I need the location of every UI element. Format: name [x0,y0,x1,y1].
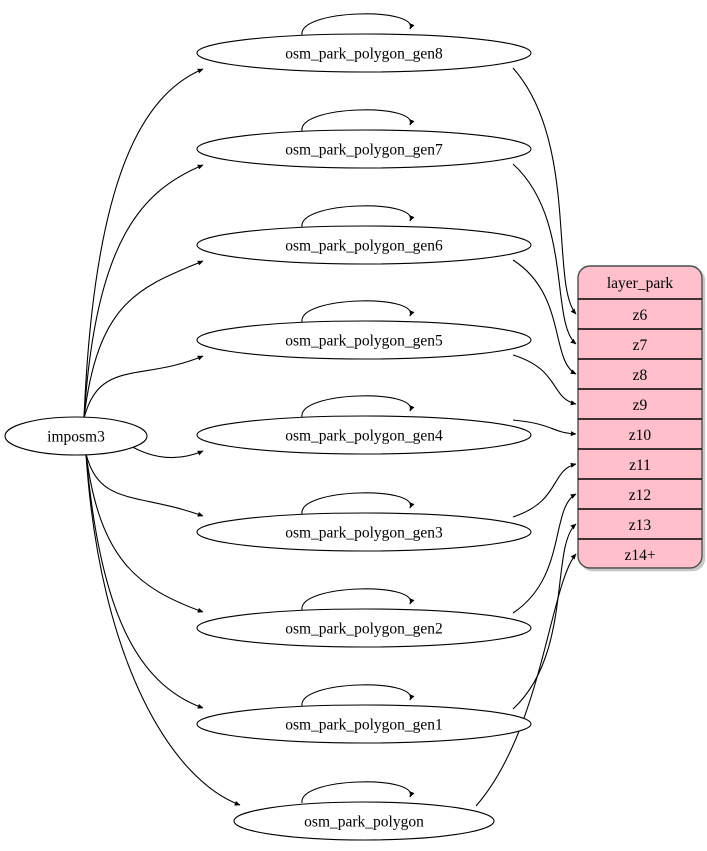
graph-nodes: osm_park_polygon_gen8 osm_park_polygon_ge… [4,33,532,841]
self-loop-edge[interactable] [301,13,415,36]
graph-node[interactable]: osm_park_polygon_gen5 [196,320,532,360]
layer-park-row-label[interactable]: z8 [633,367,648,384]
edge-node-to-zoom-row[interactable] [475,553,577,807]
layer-park-table: layer_park z6 z7 z8 z9 z10 z11 z12 z13 z14+ [577,265,703,569]
graph-node[interactable]: osm_park_polygon_gen4 [196,415,532,455]
self-loop-edge[interactable] [301,205,415,228]
edge-node-to-zoom-row[interactable] [512,523,577,710]
node-label: osm_park_polygon_gen6 [285,238,443,255]
graph-node-source[interactable]: imposm3 [4,416,148,456]
self-loop-edge[interactable] [301,492,415,515]
node-label: osm_park_polygon_gen7 [285,142,443,159]
edge-node-to-zoom-row[interactable] [512,354,577,406]
layer-park-row-label[interactable]: z9 [633,397,648,414]
graph-node[interactable]: osm_park_polygon_gen2 [196,608,532,648]
edge-imposm3-to-node[interactable] [85,453,204,709]
edge-imposm3-to-node[interactable] [85,453,204,613]
self-loop-edge[interactable] [301,684,415,707]
node-ellipse[interactable] [196,320,532,360]
graph-node[interactable]: osm_park_polygon_gen7 [196,129,532,169]
edge-node-to-zoom-row[interactable] [512,419,577,437]
edge-imposm3-to-node[interactable] [85,453,241,806]
node-label: osm_park_polygon_gen8 [285,46,443,63]
node-ellipse[interactable] [233,801,495,841]
layer-park-row-label[interactable]: z6 [633,307,648,324]
edge-node-to-zoom-row[interactable] [512,163,577,345]
graph-node[interactable]: osm_park_polygon_gen3 [196,512,532,552]
node-label: osm_park_polygon [304,814,424,831]
layer-park-row-label[interactable]: z7 [633,337,648,354]
self-loop-edge[interactable] [301,395,415,418]
node-ellipse[interactable] [196,415,532,455]
node-label: osm_park_polygon_gen5 [285,333,443,350]
node-ellipse[interactable] [196,33,532,73]
graph-node[interactable]: osm_park_polygon_gen6 [196,225,532,265]
imposm3-ellipse[interactable] [4,416,148,456]
self-loop-edge[interactable] [301,588,415,611]
self-loop-edge[interactable] [301,781,415,804]
graph-node[interactable]: osm_park_polygon [233,801,495,841]
node-label: osm_park_polygon_gen2 [285,621,443,638]
node-label: osm_park_polygon_gen3 [285,525,443,542]
edges-to-layer-park [475,67,577,807]
edge-node-to-zoom-row[interactable] [512,493,577,614]
node-ellipse[interactable] [196,512,532,552]
edge-imposm3-to-node[interactable] [83,260,204,419]
edge-node-to-zoom-row[interactable] [512,259,577,375]
layer-park-row-label[interactable]: z14+ [624,547,655,564]
graph-node[interactable]: osm_park_polygon_gen8 [196,33,532,73]
self-loop-edge[interactable] [301,300,415,323]
self-loop-edges [301,13,415,804]
layer-park-row-label[interactable]: z11 [629,457,651,474]
layer-park-row-label[interactable]: z10 [629,427,652,444]
edge-imposm3-to-node[interactable] [83,355,204,419]
edge-node-to-zoom-row[interactable] [512,462,577,518]
node-label: osm_park_polygon_gen1 [285,717,443,734]
self-loop-edge[interactable] [301,109,415,132]
edge-imposm3-to-node[interactable] [83,68,204,419]
layer-park-row-label[interactable]: z12 [629,487,651,504]
node-ellipse[interactable] [196,704,532,744]
node-ellipse[interactable] [196,225,532,265]
layer-park-row-label[interactable]: z13 [629,517,652,534]
edge-imposm3-to-node[interactable] [83,164,204,419]
graph-node[interactable]: osm_park_polygon_gen1 [196,704,532,744]
node-label: osm_park_polygon_gen4 [285,428,443,445]
imposm3-label: imposm3 [47,429,105,446]
node-ellipse[interactable] [196,129,532,169]
edge-node-to-zoom-row[interactable] [512,67,577,315]
layer-park-header: layer_park [607,275,674,292]
edge-imposm3-to-node[interactable] [85,453,204,517]
node-ellipse[interactable] [196,608,532,648]
layer-park-box[interactable] [577,265,703,569]
